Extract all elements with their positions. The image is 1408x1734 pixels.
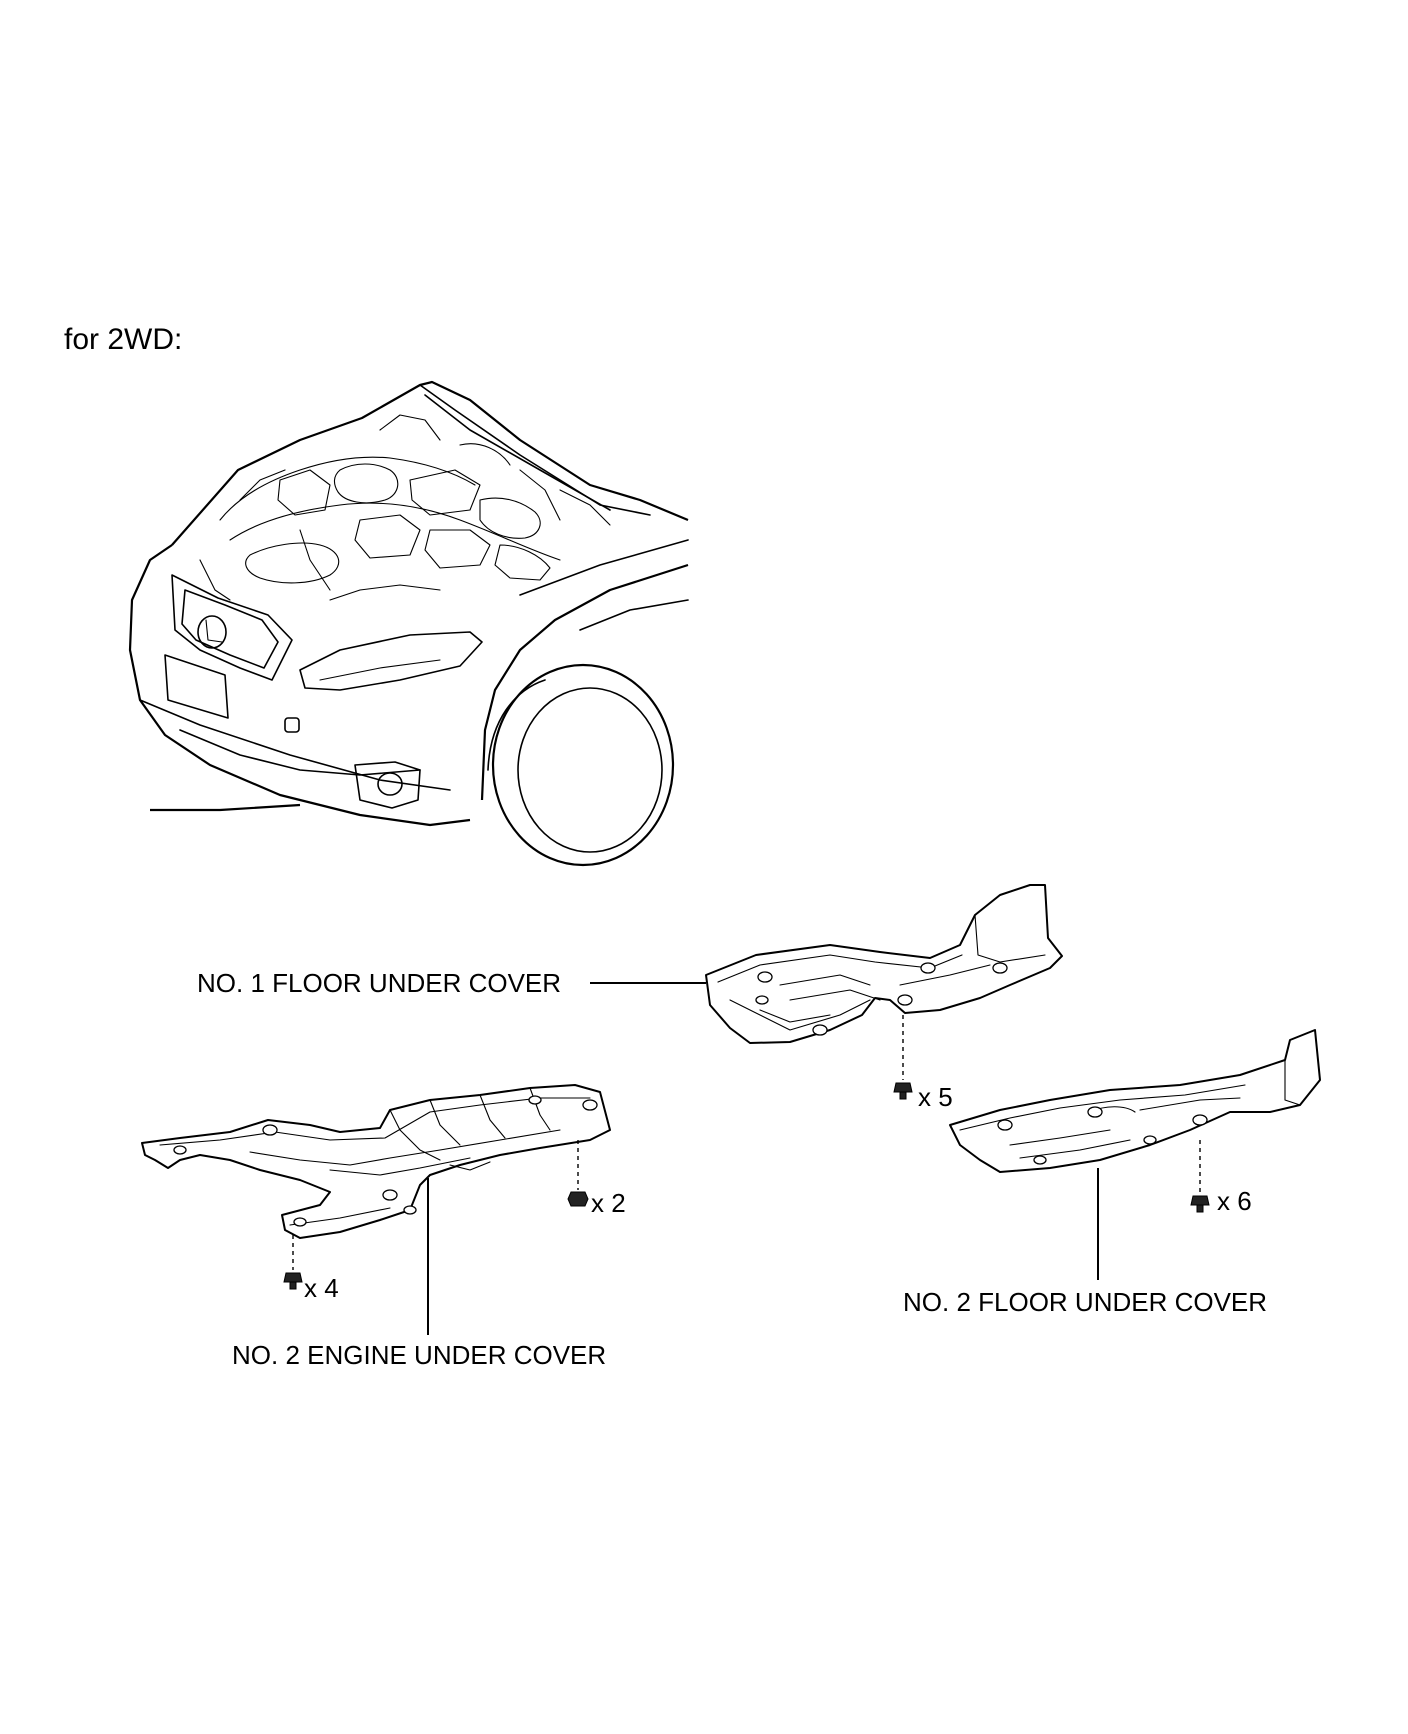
screw-icon [283,1272,303,1290]
engine-cover-screw-count: x 4 [304,1273,339,1303]
no2-floor-under-cover-label: NO. 2 FLOOR UNDER COVER [903,1287,1267,1317]
no1-floor-under-cover-illustration [705,884,1063,1044]
screw-icon [893,1082,913,1100]
no2-floor-under-cover-illustration [949,1029,1321,1173]
no2-engine-under-cover-label: NO. 2 ENGINE UNDER COVER [232,1340,606,1370]
no1-floor-screw-count: x 5 [918,1082,953,1112]
no2-floor-screw-count: x 6 [1217,1186,1252,1216]
screw-icon [1190,1195,1210,1213]
vehicle-front-illustration [128,380,689,867]
section-heading: for 2WD: [64,323,182,356]
no2-engine-under-cover-illustration [141,1084,611,1239]
engine-cover-nut-count: x 2 [591,1188,626,1218]
no1-floor-under-cover-label: NO. 1 FLOOR UNDER COVER [197,968,561,998]
nut-icon [567,1191,589,1207]
